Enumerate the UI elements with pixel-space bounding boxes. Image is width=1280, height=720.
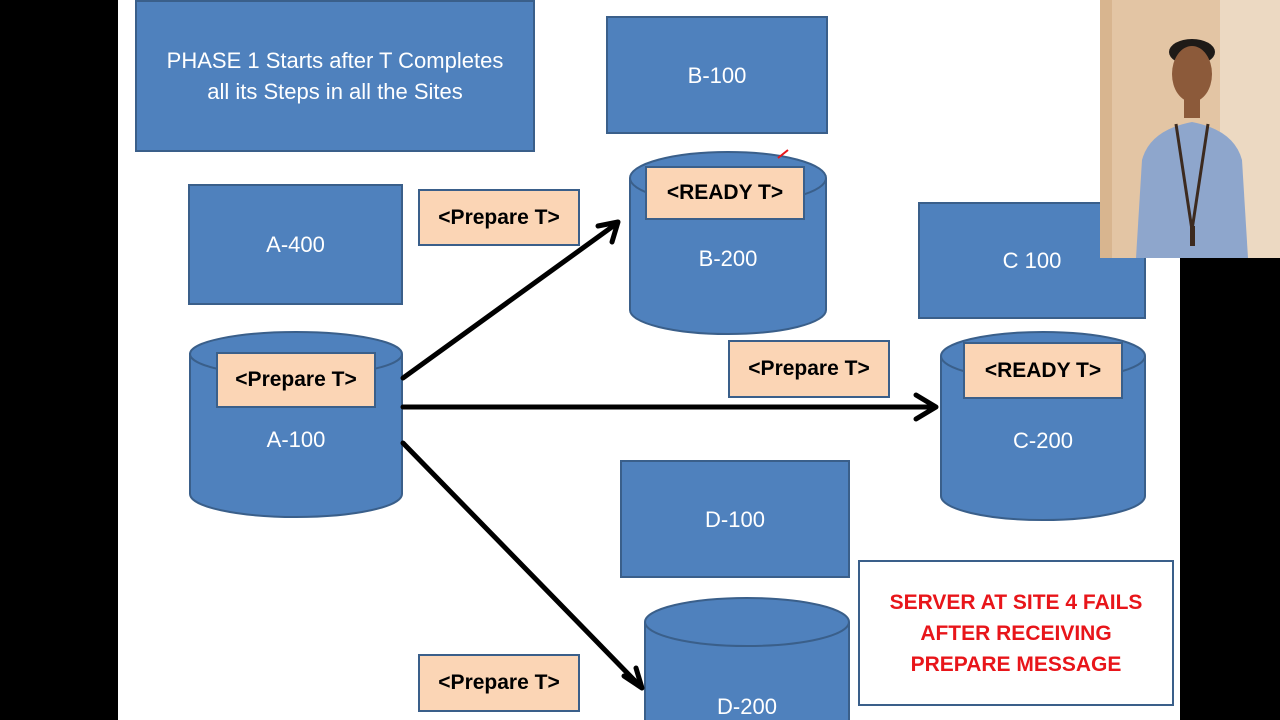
presenter-video-overlay [1100, 0, 1280, 258]
ready-tag-c: <READY T> [963, 342, 1123, 399]
failure-alert-box: SERVER AT SITE 4 FAILS AFTER RECEIVING P… [858, 560, 1174, 706]
site-label-c200: C-200 [1013, 428, 1073, 453]
alert-line-1: SERVER AT SITE 4 FAILS [889, 590, 1143, 614]
arrowhead-b [595, 219, 621, 245]
ready-tag-c-label: <READY T> [984, 358, 1102, 382]
cylinder-icon [644, 597, 850, 720]
message-arrows [400, 149, 939, 691]
prepare-tag-c: <Prepare T> [728, 340, 890, 398]
prepare-tag-d-label: <Prepare T> [438, 671, 560, 694]
prepare-tag-d: <Prepare T> [418, 654, 580, 712]
prepare-tag-a-label: <Prepare T> [235, 368, 357, 391]
site-label-d200: D-200 [717, 694, 777, 719]
presenter-video-frame [1100, 0, 1280, 258]
slide-canvas: PHASE 1 Starts after T Completes all its… [118, 0, 1180, 720]
alert-line-2: AFTER RECEIVING [920, 621, 1112, 645]
phase-line-2: all its Steps in all the Sites [207, 79, 463, 104]
site-box-d100: D-100 [620, 460, 850, 578]
site-label-b100: B-100 [687, 62, 747, 88]
arrowhead-d [621, 665, 645, 691]
ready-tag-b: <READY T> [645, 166, 805, 220]
arrow-to-b [400, 221, 619, 381]
ready-tag-b-label: <READY T> [666, 181, 784, 204]
site-label-b200: B-200 [698, 246, 758, 271]
site-label-c100: C 100 [1002, 248, 1062, 273]
annotation-mark-icon [777, 149, 789, 159]
arrowhead-c [913, 392, 939, 422]
prepare-tag-a: <Prepare T> [216, 352, 376, 408]
site-box-a400: A-400 [188, 184, 403, 305]
database-cylinder-d200: D-200 [643, 596, 851, 720]
prepare-tag-c-label: <Prepare T> [748, 357, 870, 380]
site-label-a400: A-400 [266, 232, 325, 257]
phase-description-box: PHASE 1 Starts after T Completes all its… [135, 0, 535, 152]
site-box-b100: B-100 [606, 16, 828, 134]
arrow-to-d [400, 440, 643, 689]
site-label-d100: D-100 [705, 506, 765, 532]
phase-line-1: PHASE 1 Starts after T Completes [166, 48, 504, 73]
site-label-a100: A-100 [266, 427, 326, 452]
prepare-tag-b: <Prepare T> [418, 189, 580, 246]
alert-line-3: PREPARE MESSAGE [910, 652, 1122, 676]
prepare-tag-b-label: <Prepare T> [438, 205, 560, 229]
